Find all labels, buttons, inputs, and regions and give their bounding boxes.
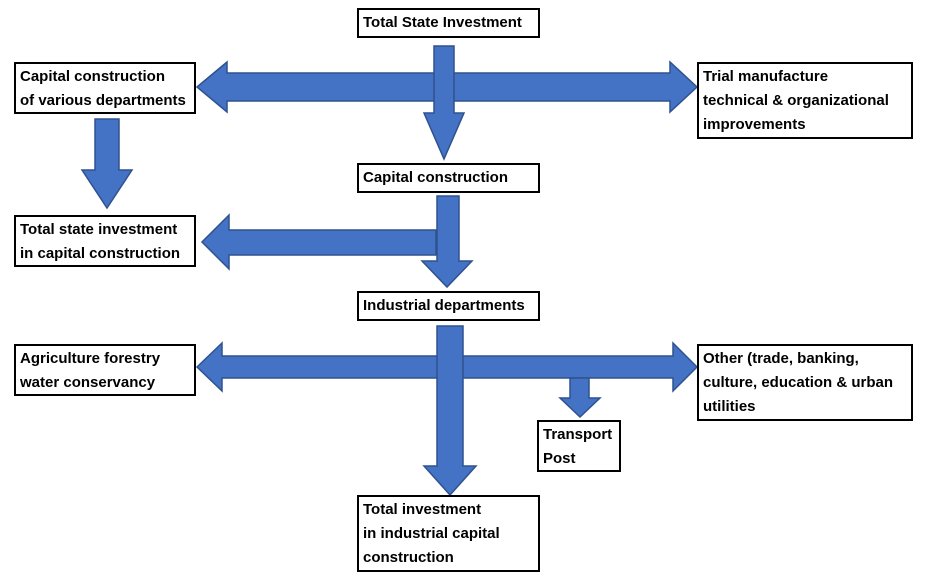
node-text-line: construction: [363, 549, 454, 566]
node-text-line: Industrial departments: [363, 297, 525, 314]
node-text-line: culture, education & urban: [703, 374, 894, 391]
node-text-line: Capital construction: [363, 169, 509, 186]
node-other: Other (trade, banking, culture, educatio…: [697, 344, 913, 421]
arrow-down-capital-to-industrial: [420, 195, 474, 289]
node-industrial-departments: Industrial departments: [357, 291, 540, 321]
node-text-line: of various departments: [20, 92, 186, 109]
node-total-state-investment: Total State Investment: [357, 8, 540, 38]
node-text-line: Other (trade, banking,: [703, 350, 859, 367]
arrow-down-transport: [558, 377, 602, 419]
arrow-down-total-to-capital: [422, 45, 466, 161]
node-text-line: utilities: [703, 398, 756, 415]
node-text-line: in capital construction: [20, 245, 181, 262]
arrow-group: [80, 45, 699, 497]
node-text-line: technical & organizational: [703, 92, 889, 109]
node-text-line: water conservancy: [20, 374, 156, 391]
node-text-line: Total state investment: [20, 221, 178, 238]
arrow-left-to-total-investment: [200, 213, 437, 271]
node-capital-construction-departments: Capital construction of various departme…: [14, 62, 196, 114]
arrow-down-industrial-main: [422, 325, 478, 497]
node-text-line: Capital construction: [20, 68, 166, 85]
node-transport-post: Transport Post: [537, 420, 621, 472]
node-text-line: Total State Investment: [363, 14, 522, 31]
node-trial-manufacture: Trial manufacture technical & organizati…: [697, 62, 913, 139]
node-text-line: in industrial capital: [363, 525, 500, 542]
node-text-line: Transport: [543, 426, 613, 443]
node-total-state-investment-capital-construction: Total state investment in capital constr…: [14, 215, 196, 267]
arrow-down-departments-to-total: [80, 118, 134, 210]
node-agriculture: Agriculture forestry water conservancy: [14, 344, 196, 396]
node-text-line: Post: [543, 450, 576, 467]
node-text-line: Total investment: [363, 501, 482, 518]
node-text-line: improvements: [703, 116, 806, 133]
node-capital-construction: Capital construction: [357, 163, 540, 193]
node-total-industrial-investment: Total investment in industrial capital c…: [357, 495, 540, 572]
node-text-line: Agriculture forestry: [20, 350, 161, 367]
node-text-line: Trial manufacture: [703, 68, 829, 85]
